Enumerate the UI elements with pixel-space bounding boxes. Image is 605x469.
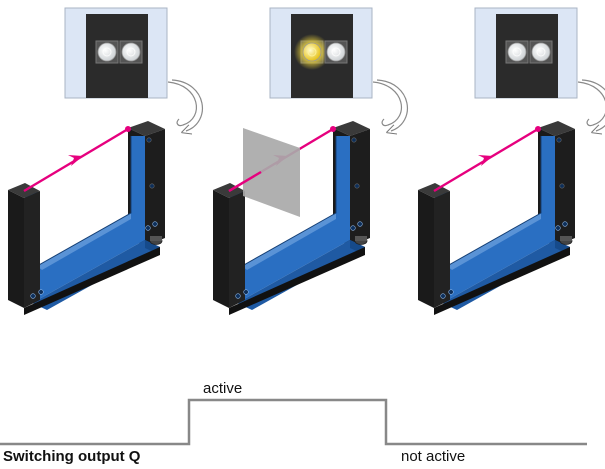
left-arm-side	[24, 191, 40, 308]
sensor-group-left	[8, 7, 203, 315]
screw-hole-4	[152, 221, 158, 227]
led-off	[121, 42, 141, 62]
active-label: active	[203, 380, 243, 397]
arm-hole-2	[354, 183, 360, 189]
led-reflection	[512, 47, 522, 57]
screw-hole-3	[555, 225, 561, 231]
signal-trace	[0, 398, 587, 446]
left-arm-side	[229, 191, 245, 308]
screw-hole-4	[562, 221, 568, 227]
right-arm-top	[538, 121, 575, 136]
led-reflection	[307, 47, 317, 57]
light-beam-blocked	[228, 170, 262, 193]
screw-hole-2	[38, 289, 44, 295]
screw-hole-1	[235, 293, 241, 299]
right-arm-side	[350, 129, 370, 246]
led-reflection	[102, 47, 112, 57]
curved-arrow	[167, 81, 198, 127]
left-arm-front	[8, 190, 24, 308]
switching-output-signal	[0, 398, 587, 446]
led-on	[302, 42, 322, 62]
left-arm-front	[213, 190, 229, 308]
screw-hole-4	[357, 221, 363, 227]
screw-hole-1	[30, 293, 36, 299]
not-active-label: not active	[401, 448, 466, 465]
beam-receiver-dot	[535, 126, 541, 132]
sensor-base	[434, 247, 570, 315]
screw-hole-2	[243, 289, 249, 295]
arm-hole-1	[351, 137, 357, 143]
right-arm-top	[333, 121, 370, 136]
switching-output-label: Switching output Q	[3, 448, 141, 465]
led-off	[531, 42, 551, 62]
right-arm-side	[145, 129, 165, 246]
connector-body	[150, 236, 162, 241]
beam-arrowhead	[478, 155, 493, 166]
arm-hole-1	[146, 137, 152, 143]
curved-arrow	[372, 81, 403, 127]
left-arm-side	[434, 191, 450, 308]
curved-arrow-outer	[376, 79, 408, 131]
sensor-base	[24, 247, 160, 315]
curved-arrow	[577, 81, 605, 127]
screw-hole-3	[145, 225, 151, 231]
sensor-group-right	[418, 7, 605, 315]
connector-body	[560, 236, 572, 241]
detected-object	[243, 128, 300, 217]
sensor-base	[229, 247, 365, 315]
connector-body	[355, 236, 367, 241]
led-reflection	[331, 47, 341, 57]
right-arm-side	[555, 129, 575, 246]
curved-arrow-outer	[581, 79, 605, 131]
led-reflection	[126, 47, 136, 57]
screw-hole-1	[440, 293, 446, 299]
left-arm-front	[418, 190, 434, 308]
beam-receiver-dot	[125, 126, 131, 132]
arm-hole-2	[149, 183, 155, 189]
curved-arrow-outer	[171, 79, 203, 131]
sensor-group-middle	[213, 7, 408, 315]
arm-hole-2	[559, 183, 565, 189]
led-off	[97, 42, 117, 62]
sensor-inner-bevel	[447, 213, 541, 270]
screw-hole-2	[448, 289, 454, 295]
led-off	[326, 42, 346, 62]
led-off	[507, 42, 527, 62]
right-arm-top	[128, 121, 165, 136]
sensor-inner-bevel	[242, 213, 336, 270]
beam-receiver-dot	[330, 126, 336, 132]
screw-hole-3	[350, 225, 356, 231]
sensor-inner-bevel	[37, 213, 131, 270]
arm-hole-1	[556, 137, 562, 143]
led-reflection	[536, 47, 546, 57]
beam-arrowhead	[68, 155, 83, 166]
